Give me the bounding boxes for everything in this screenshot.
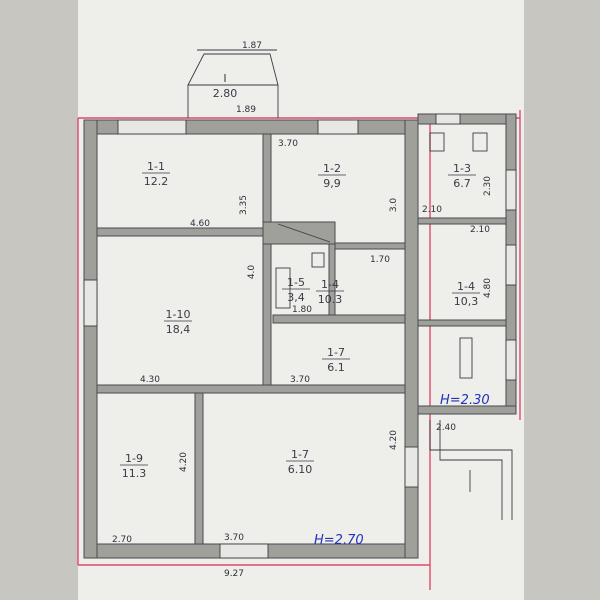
paper-sheet (78, 0, 524, 600)
room-id-label: 1-2 (323, 162, 341, 175)
dimension-label: 4.30 (140, 375, 160, 385)
room-area-label: 10.3 (318, 293, 343, 306)
room-area-label: 9,9 (323, 177, 341, 190)
height-annex-label: H=2.30 (440, 393, 490, 408)
dimension-label: 3.70 (224, 533, 244, 543)
dimension-label: 1.80 (292, 305, 312, 315)
dimension-label: 4.20 (179, 452, 189, 472)
dimension-label: 4.0 (247, 265, 257, 280)
room-area-label: 18,4 (166, 323, 191, 336)
dimension-label: 2.10 (470, 225, 490, 235)
room-id-label: 1-3 (453, 162, 471, 175)
dimension-label: 4.20 (389, 430, 399, 450)
room-id-label: 1-7 (291, 448, 309, 461)
dimension-label: 1.70 (370, 255, 390, 265)
room-area-label: 12.2 (144, 175, 169, 188)
dimension-labels: 1.87 1.89 3.70 4.60 3.35 3.0 2.30 2.10 2.10 1.70 4… (112, 41, 493, 579)
room-area-label: 11.3 (122, 467, 147, 480)
dimension-label: 1.89 (236, 105, 256, 115)
room-area-label: 3,4 (287, 291, 305, 304)
dimension-label: 1.87 (242, 41, 262, 51)
room-area-label: 6.10 (288, 463, 313, 476)
room-id-label: 1-10 (166, 308, 191, 321)
windows (83, 113, 517, 559)
room-id-label: 1-7 (327, 346, 345, 359)
room-area-label: 6.7 (453, 177, 471, 190)
room-id-label: 1-9 (125, 452, 143, 465)
room-id-label: 1-1 (147, 160, 165, 173)
room-id-label: 1-4 (321, 278, 339, 291)
dimension-label: 9.27 (224, 569, 244, 579)
room-id-label: 1-4 (457, 280, 475, 293)
dimension-label: 3.0 (389, 198, 399, 213)
dimension-label: 2.40 (436, 423, 456, 433)
dimension-label: 3.70 (278, 139, 298, 149)
fixtures (275, 132, 488, 379)
room-area-label: 2.80 (213, 87, 238, 100)
dimension-label: 2.10 (422, 205, 442, 215)
dimension-label: 4.80 (483, 278, 493, 298)
height-main-label: H=2.70 (314, 533, 364, 548)
room-area-label: 6.1 (327, 361, 345, 374)
dimension-label: 3.70 (290, 375, 310, 385)
entrance-steps (429, 420, 513, 520)
dimension-label: 4.60 (190, 219, 210, 229)
room-id-label: I (223, 72, 226, 85)
dimension-label: 2.70 (112, 535, 132, 545)
room-id-label: 1-5 (287, 276, 305, 289)
dimension-label: 3.35 (239, 195, 249, 215)
room-labels: 1-1 12.2 1-2 9,9 1-3 6.7 1-4 10.3 1-5 3,4 1-4 10,3 1… (120, 72, 480, 480)
dimension-label: 2.30 (483, 176, 493, 196)
room-area-label: 10,3 (454, 295, 479, 308)
